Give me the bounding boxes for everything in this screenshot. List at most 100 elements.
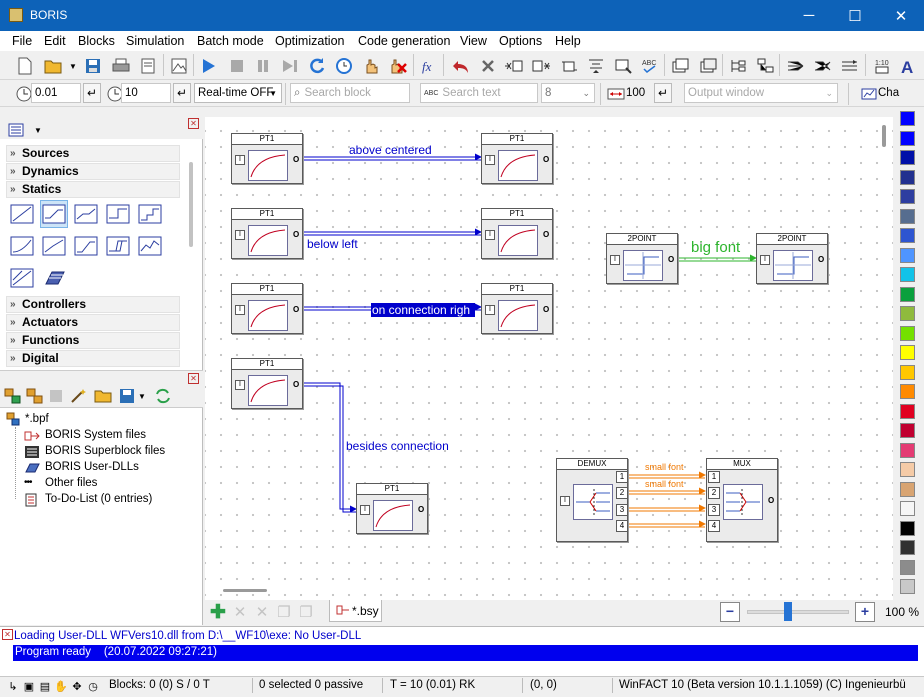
demux-block[interactable]: DEMUX I 1 2 3 4 [556, 458, 628, 542]
library-view-dropdown-icon[interactable]: ▼ [34, 125, 42, 135]
image-export-icon[interactable] [168, 55, 190, 77]
output-port[interactable]: O [768, 496, 775, 505]
project-root[interactable]: *.bpf [25, 413, 49, 425]
tree-item-superblock-files[interactable]: BORIS Superblock files [45, 445, 166, 457]
static-characteristic-icon[interactable] [136, 232, 164, 260]
pt1-block-4[interactable]: PT1 I O [481, 208, 553, 259]
static-step-icon[interactable] [136, 200, 164, 228]
color-swatch[interactable] [900, 306, 915, 321]
superblock-open-icon[interactable] [697, 55, 719, 77]
width-apply-icon[interactable]: ↵ [654, 83, 672, 103]
tree-item-other-files[interactable]: Other files [45, 477, 98, 489]
output-port[interactable]: O [668, 255, 675, 264]
cut-block-icon[interactable] [530, 55, 552, 77]
canvas-horizontal-scrollbar[interactable] [223, 589, 267, 592]
tree-icon[interactable] [727, 55, 749, 77]
status-hand-icon[interactable]: ✋ [54, 680, 68, 693]
status-clock-icon[interactable]: ◷ [88, 680, 98, 693]
mux-input-port-2[interactable]: 2 [708, 487, 720, 499]
diagram-canvas[interactable]: PT1 I O PT1 I O PT1 I O PT1 I O PT1 I O … [205, 117, 893, 600]
menu-view[interactable]: View [460, 34, 487, 48]
function-edit-icon[interactable]: fx [418, 55, 440, 77]
stop-simulation-icon[interactable] [226, 55, 248, 77]
refresh-icon[interactable] [306, 55, 328, 77]
static-curve-icon[interactable] [8, 232, 36, 260]
output-port[interactable]: O [293, 230, 300, 239]
project-add-icon[interactable] [24, 385, 46, 407]
mux-input-port-1[interactable]: 1 [708, 471, 720, 483]
output-port[interactable]: O [418, 505, 425, 514]
output-port[interactable]: O [293, 305, 300, 314]
color-swatch[interactable] [900, 403, 915, 419]
status-move-icon[interactable]: ✥ [72, 680, 82, 693]
input-port[interactable]: I [760, 255, 770, 265]
color-swatch[interactable] [900, 267, 915, 282]
color-swatch[interactable] [900, 169, 915, 185]
menu-code-generation[interactable]: Code generation [358, 34, 451, 48]
color-swatch[interactable] [900, 462, 915, 477]
font-size-select[interactable]: 8⌄ [541, 83, 595, 103]
category-sources[interactable]: »Sources [6, 145, 180, 162]
page-setup-icon[interactable] [137, 55, 159, 77]
color-swatch[interactable] [900, 189, 915, 204]
tab-copy-icon[interactable]: ❐ [277, 604, 291, 621]
output-port[interactable]: O [543, 230, 550, 239]
hierarchy-icon[interactable] [754, 55, 776, 77]
project-save-icon[interactable] [116, 385, 138, 407]
project-remove-icon[interactable] [46, 385, 68, 407]
label-big-font[interactable]: big font [691, 239, 741, 256]
block-properties-icon[interactable] [612, 55, 634, 77]
menu-simulation[interactable]: Simulation [126, 34, 185, 48]
tree-item-system-files[interactable]: BORIS System files [45, 429, 146, 441]
input-port[interactable]: I [560, 496, 570, 506]
category-digital[interactable]: »Digital [6, 350, 180, 367]
zoom-in-button[interactable]: + [855, 602, 875, 622]
step-simulation-icon[interactable] [279, 55, 301, 77]
project-tree-icon[interactable] [2, 385, 24, 407]
pt1-block-3[interactable]: PT1 I O [231, 208, 303, 259]
project-close-icon[interactable]: ✕ [188, 373, 199, 384]
hand-icon[interactable] [360, 55, 382, 77]
input-port[interactable]: I [485, 305, 495, 315]
step-size-input[interactable]: 0.01 [31, 83, 81, 103]
project-refresh-icon[interactable] [152, 385, 174, 407]
add-tab-icon[interactable]: ✚ [210, 601, 226, 623]
status-arrow-icon[interactable]: ↳ [8, 680, 18, 693]
input-port[interactable]: I [235, 230, 245, 240]
category-dynamics[interactable]: »Dynamics [6, 163, 180, 180]
category-functions[interactable]: »Functions [6, 332, 180, 349]
library-scrollbar[interactable] [189, 162, 193, 247]
color-swatch[interactable] [900, 325, 915, 341]
search-block-input[interactable]: ⌕Search block [290, 83, 410, 103]
rotate-block-icon[interactable] [558, 55, 580, 77]
color-swatch[interactable] [900, 501, 915, 516]
color-swatch[interactable] [900, 364, 915, 380]
color-swatch[interactable] [900, 481, 915, 497]
end-time-input[interactable]: 10 [121, 83, 171, 103]
label-small-font-1[interactable]: small font [645, 462, 684, 472]
close-tab-icon[interactable]: ✕ [233, 604, 247, 621]
minimize-icon[interactable]: ─ [803, 7, 815, 24]
two-point-block-2[interactable]: 2POINT I O [756, 233, 828, 284]
tab-duplicate-icon[interactable]: ❐ [299, 604, 313, 621]
connection-style-2-icon[interactable] [812, 55, 834, 77]
spellcheck-icon[interactable]: ABC [639, 55, 661, 77]
color-swatch[interactable] [900, 286, 915, 302]
demux-output-port-1[interactable]: 1 [616, 471, 628, 483]
color-swatch[interactable] [900, 559, 915, 575]
input-port[interactable]: I [485, 155, 495, 165]
output-port[interactable]: O [293, 380, 300, 389]
connection-style-3-icon[interactable] [839, 55, 861, 77]
pause-simulation-icon[interactable] [252, 55, 274, 77]
close-icon[interactable]: ✕ [894, 7, 908, 25]
category-controllers[interactable]: »Controllers [6, 296, 180, 313]
open-folder-icon[interactable] [42, 55, 64, 77]
static-diagonal-icon[interactable] [8, 264, 36, 292]
zoom-slider-thumb[interactable] [784, 602, 792, 621]
scale-icon[interactable]: 1:10 [871, 55, 893, 77]
close-all-tabs-icon[interactable]: ✕ [255, 604, 269, 621]
tree-item-todo-list[interactable]: To-Do-List (0 entries) [45, 493, 153, 505]
status-folder-icon[interactable]: ▤ [39, 680, 51, 693]
menu-help[interactable]: Help [555, 34, 581, 48]
static-deadzone-icon[interactable] [72, 200, 100, 228]
